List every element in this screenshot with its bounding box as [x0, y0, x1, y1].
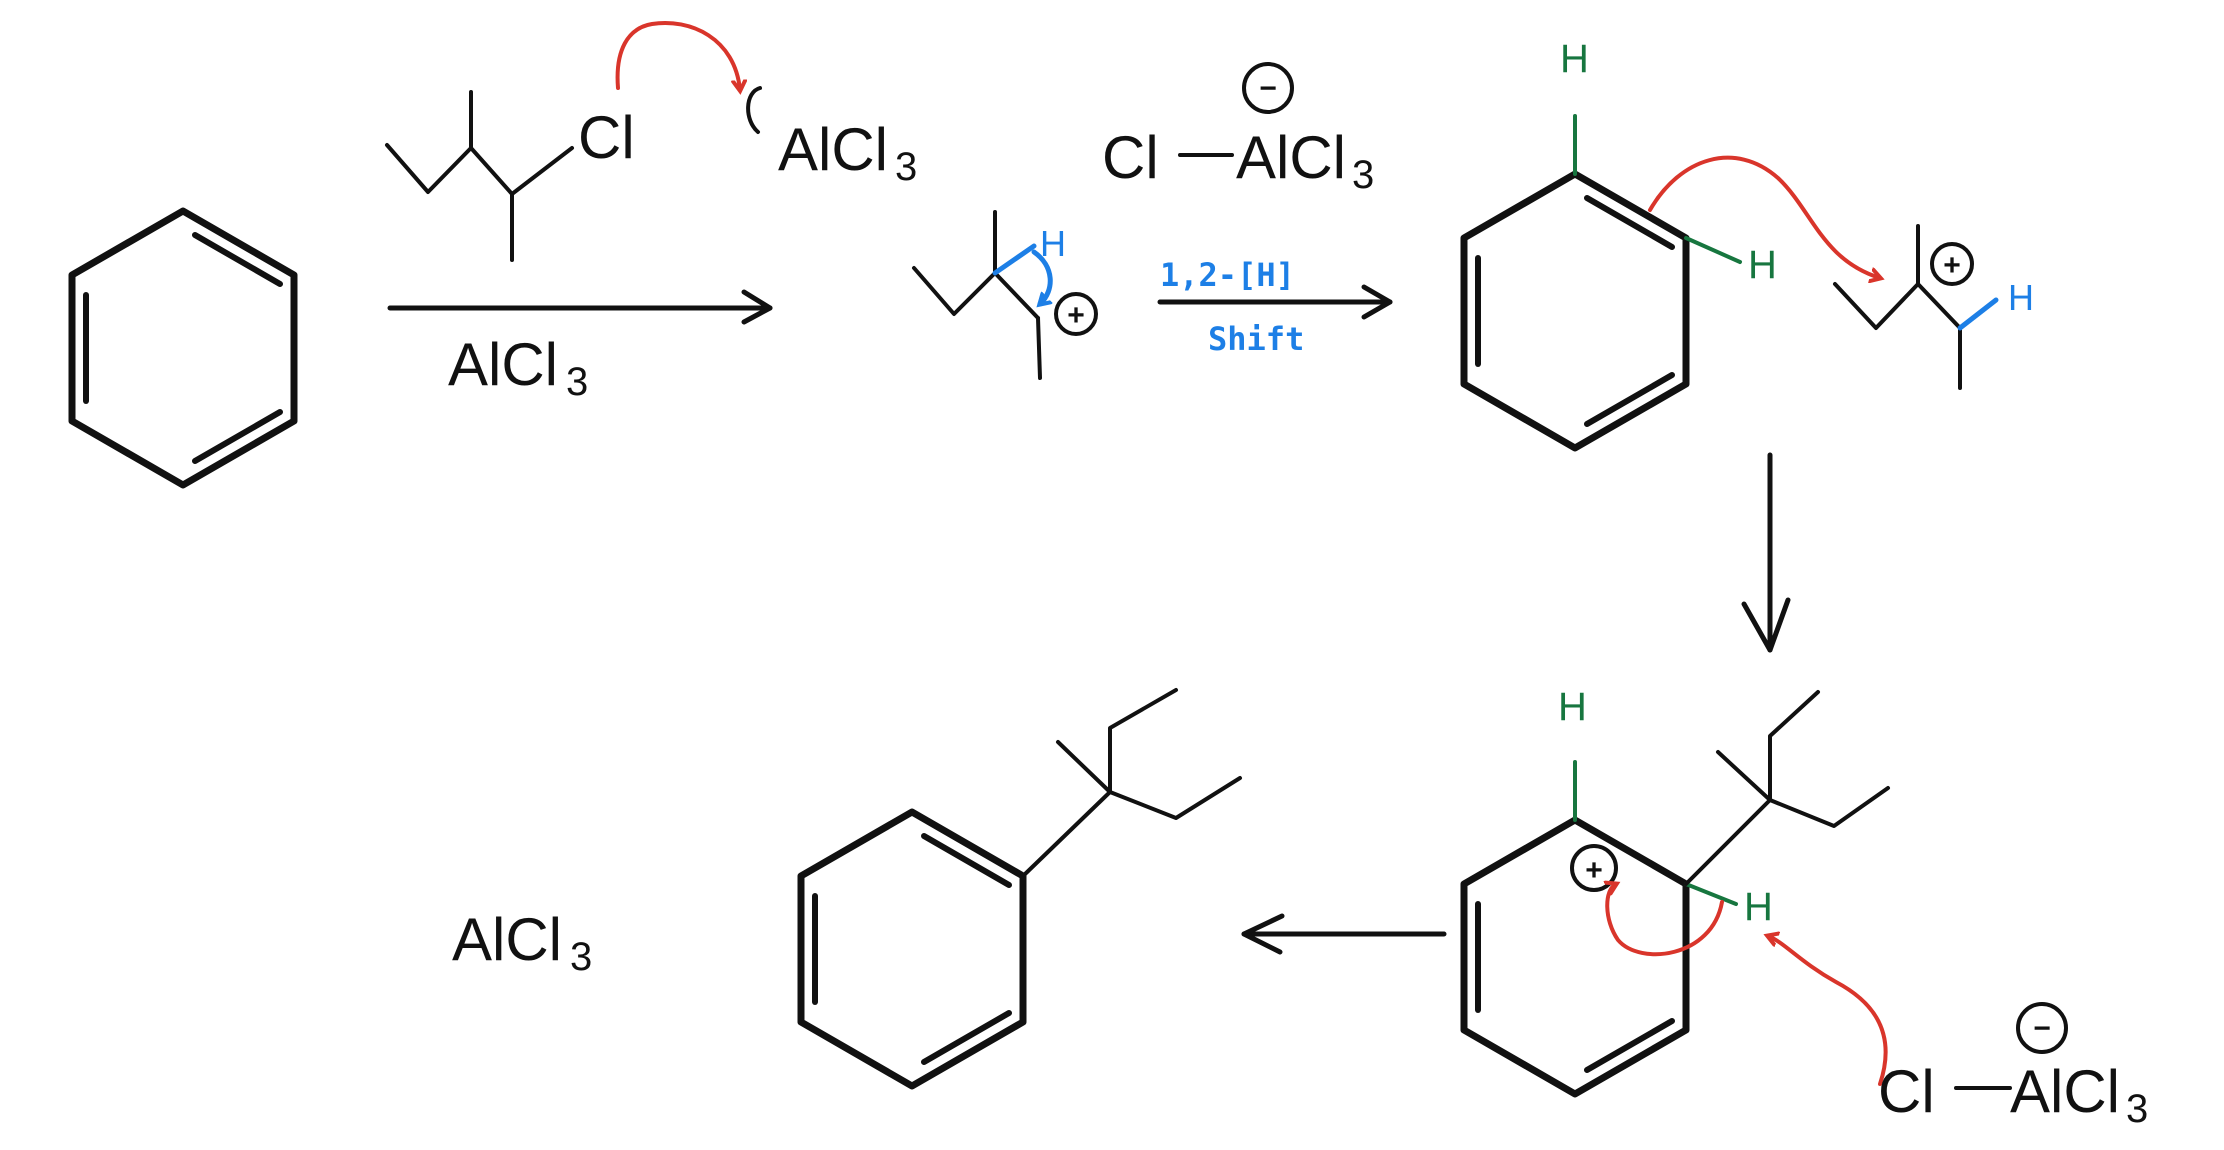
complex-2-charge-circle [2016, 1002, 2068, 1054]
complex-1-minus-sign: − [1259, 72, 1277, 105]
secondary-carbocation: H + [912, 210, 1098, 380]
migrating-hydrogen-label: H [1040, 223, 1066, 264]
complex-2-cl-label: Cl [1878, 1058, 1935, 1125]
arrow-1-reagent: AlCl 3 [448, 331, 588, 404]
complex-2-subscript: 3 [2126, 1087, 2148, 1131]
carbocation-charge-circle [1054, 292, 1098, 336]
sigma-charge-circle [1570, 844, 1618, 892]
reaction-arrow-down [1741, 452, 1791, 653]
reaction-arrow-1 [387, 289, 773, 325]
hydride-shift-sublabel: Shift [1208, 320, 1304, 358]
complex-1-charge-circle [1242, 62, 1294, 114]
shifted-hydrogen-label: H [2008, 277, 2034, 318]
alcl3-subscript: 3 [895, 145, 917, 189]
tertiary-plus-sign: + [1943, 249, 1961, 282]
hydride-shift-arrow [1157, 284, 1393, 320]
arrow-1-alcl3-subscript: 3 [566, 360, 588, 404]
benzene-nucleophile: H H [1460, 37, 1777, 452]
complex-2-al-label: AlCl [2010, 1058, 2120, 1125]
complex-1-subscript: 3 [1352, 153, 1374, 197]
arrow-1-alcl3-label: AlCl [448, 331, 558, 398]
tetrachloroaluminate-complex-2: Cl AlCl 3 − [1878, 1002, 2148, 1131]
electron-push-arrow-2 [1648, 155, 1880, 278]
electron-push-arrow-1 [615, 21, 740, 90]
sigma-hydrogen-top: H [1558, 685, 1587, 729]
carbocation-plus-sign: + [1067, 299, 1085, 332]
electron-push-arrow-3 [1607, 884, 1724, 957]
complex-1-cl-label: Cl [1102, 124, 1159, 191]
regenerated-alcl3-subscript: 3 [570, 935, 592, 979]
alkyl-chloride: Cl [385, 90, 635, 262]
benzene-reactant [68, 207, 298, 489]
tertiary-carbocation: H + [1833, 224, 2034, 390]
sigma-hydrogen-acidic: H [1744, 885, 1773, 929]
regenerated-alcl3-label: AlCl [452, 906, 562, 973]
sigma-complex: H H + [1460, 685, 1890, 1098]
alcl3-label: AlCl [778, 116, 888, 183]
sigma-plus-sign: + [1585, 854, 1603, 887]
electron-push-arrow-4 [1768, 936, 1888, 1086]
ring-hydrogen-side: H [1748, 243, 1777, 287]
tertiary-charge-circle [1930, 242, 1974, 286]
chlorine-label: Cl [578, 104, 635, 171]
complex-2-minus-sign: − [2033, 1012, 2051, 1045]
tetrachloroaluminate-complex-1: Cl AlCl 3 − [1102, 62, 1374, 197]
ring-hydrogen-top: H [1560, 37, 1589, 81]
hydride-shift-label: 1,2-[H] [1160, 256, 1295, 294]
regenerated-catalyst: AlCl 3 [452, 906, 592, 979]
reaction-arrow-left [1241, 913, 1447, 955]
aluminum-chloride-reagent: AlCl 3 [746, 86, 917, 189]
complex-1-al-label: AlCl [1236, 124, 1346, 191]
tert-pentylbenzene-product [797, 688, 1242, 1090]
